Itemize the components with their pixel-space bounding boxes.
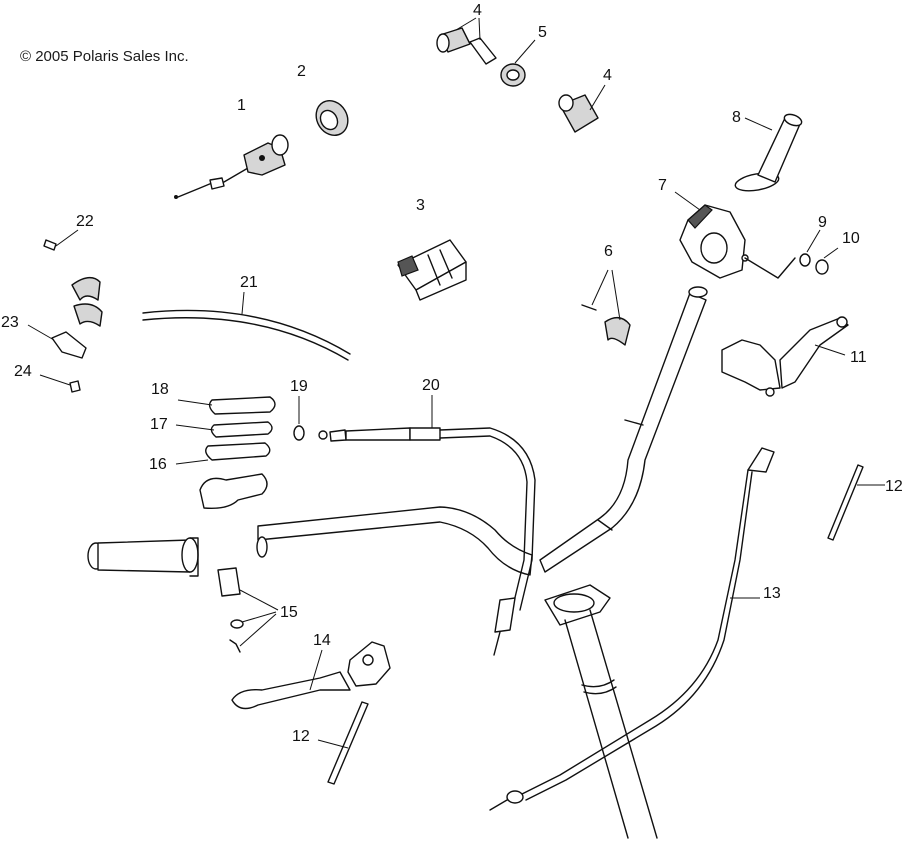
part-24-fastener <box>39 374 81 393</box>
callout-1: 1 <box>237 97 246 114</box>
callout-21: 21 <box>240 274 258 291</box>
callout-12-right: 12 <box>885 478 903 495</box>
part-4-switch-lower <box>558 84 606 133</box>
callout-2: 2 <box>297 63 306 80</box>
callout-7: 7 <box>658 177 667 194</box>
callout-16: 16 <box>149 456 167 473</box>
callout-8: 8 <box>732 109 741 126</box>
part-1-switch-assembly <box>174 134 289 199</box>
part-16-pad <box>175 442 271 465</box>
part-16-bracket <box>199 473 268 510</box>
part-7-throttle-housing <box>674 191 796 279</box>
handlebar <box>256 286 708 576</box>
callout-17: 17 <box>150 416 168 433</box>
part-15-hardware <box>217 567 279 653</box>
part-22-screw <box>43 229 79 251</box>
callout-labels: 1 2 3 4 5 4 6 7 8 9 10 11 12 13 14 15 16… <box>1 2 903 745</box>
part-5-nut <box>500 39 536 87</box>
part-10-nut <box>815 247 839 275</box>
part-9-washer <box>799 229 821 267</box>
part-4-ignition-switch-top <box>436 17 497 65</box>
part-6-clamp <box>581 269 631 346</box>
part-11-brake-lever-right <box>721 316 849 397</box>
part-3-switch-block <box>397 239 467 301</box>
callout-20: 20 <box>422 377 440 394</box>
callout-4-lower: 4 <box>603 67 612 84</box>
part-8-grip <box>734 113 803 192</box>
part-14-lever-left <box>231 641 391 710</box>
part-17-pad <box>175 421 273 438</box>
callout-3: 3 <box>416 197 425 214</box>
callout-6: 6 <box>604 243 613 260</box>
callout-12-left: 12 <box>292 728 310 745</box>
callout-13: 13 <box>763 585 781 602</box>
callout-14: 14 <box>313 632 331 649</box>
part-21-cable <box>142 291 351 361</box>
part-12-cable-tie-right <box>827 464 885 541</box>
callout-18: 18 <box>151 381 169 398</box>
part-12-cable-tie-left <box>317 701 369 785</box>
callout-24: 24 <box>14 363 32 380</box>
callout-19: 19 <box>290 378 308 395</box>
part-20-throttle-cable <box>318 395 536 656</box>
steering-stem <box>544 584 658 839</box>
part-18-pad <box>177 396 276 415</box>
callout-11: 11 <box>850 349 867 366</box>
callout-4-top: 4 <box>473 2 482 19</box>
callout-9: 9 <box>818 214 827 231</box>
callout-23: 23 <box>1 314 19 331</box>
part-2-grommet <box>315 100 349 136</box>
part-23-clamp-set <box>27 277 103 359</box>
part-19-plug <box>293 396 305 441</box>
callout-15: 15 <box>280 604 298 621</box>
callout-22: 22 <box>76 213 94 230</box>
copyright-notice: © 2005 Polaris Sales Inc. <box>20 48 189 65</box>
callout-5: 5 <box>538 24 547 41</box>
callout-10: 10 <box>842 230 860 247</box>
left-grip <box>87 537 199 577</box>
part-13-brake-cable <box>489 447 775 811</box>
